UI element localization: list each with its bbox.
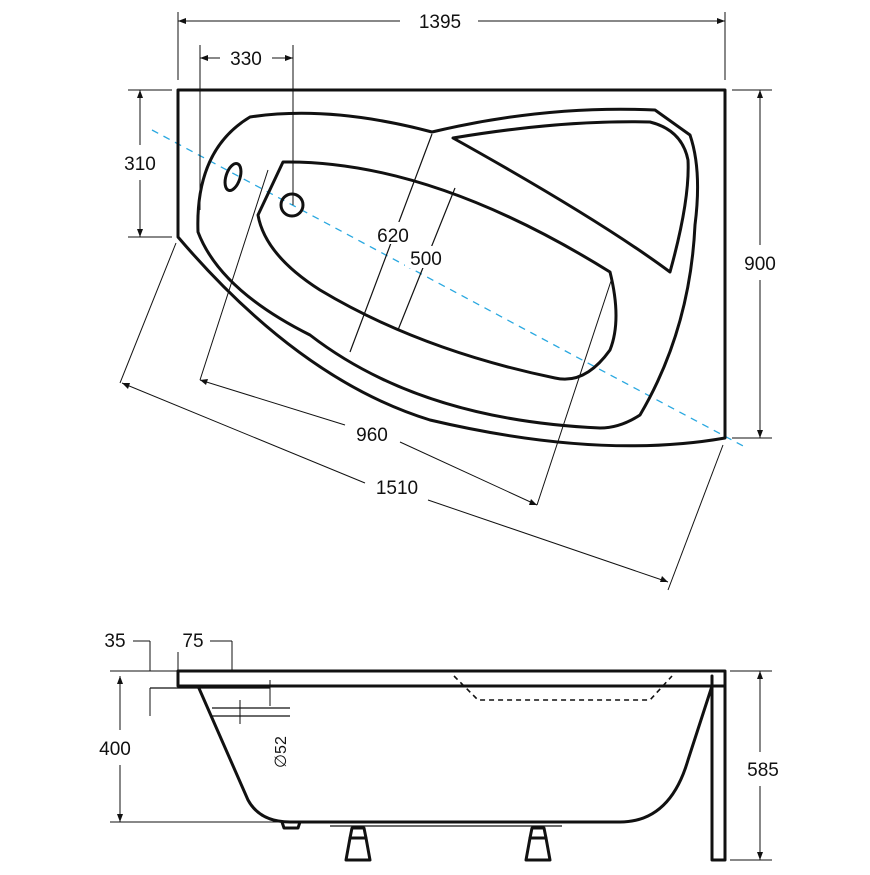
dim-overall-length: 1510 <box>119 242 724 591</box>
dim-label-n52: ∅52 <box>273 736 290 768</box>
centerline <box>151 129 746 448</box>
side-view: ∅52 35 75 400 <box>99 631 779 862</box>
dim-label-75: 75 <box>182 631 203 652</box>
dim-total-height: 585 <box>730 670 779 861</box>
tub-body-profile <box>196 684 714 824</box>
dim-overall-depth: 900 <box>732 89 776 439</box>
dim-label-900: 900 <box>744 254 776 275</box>
dim-rim-width: 75 <box>177 631 233 671</box>
dim-overall-width: 1395 <box>177 12 726 80</box>
tub-rim-profile <box>176 669 727 688</box>
support-foot-right <box>524 826 552 862</box>
dim-label-330: 330 <box>230 49 262 70</box>
dim-label-1510: 1510 <box>376 478 418 499</box>
dim-label-585: 585 <box>747 760 779 781</box>
tub-outer-outline <box>176 88 727 448</box>
dim-corner-depth: 310 <box>124 89 172 238</box>
dim-label-620: 620 <box>377 226 409 247</box>
dim-label-310: 310 <box>124 154 156 175</box>
top-view: 1395 330 310 <box>119 12 776 591</box>
dim-label-960: 960 <box>356 425 388 446</box>
overflow-hole <box>223 162 243 192</box>
dim-label-500: 500 <box>410 249 442 270</box>
dim-rim-thickness: 35 <box>104 631 178 716</box>
dim-inner-depth: 400 <box>99 676 290 823</box>
dim-label-400: 400 <box>99 739 131 760</box>
dim-label-1395: 1395 <box>419 12 461 33</box>
front-apron <box>710 674 727 862</box>
drain-hole <box>279 192 305 218</box>
dim-label-35: 35 <box>104 631 125 652</box>
dim-inner-length: 960 <box>199 169 613 506</box>
drain-stub <box>280 820 302 830</box>
dim-drain-offset: 330 <box>199 45 294 210</box>
backrest-recess <box>451 120 690 274</box>
basin-floor <box>256 160 618 381</box>
support-foot-left <box>344 826 372 862</box>
hidden-seat-line <box>453 675 673 701</box>
tub-inner-rim <box>196 107 700 430</box>
